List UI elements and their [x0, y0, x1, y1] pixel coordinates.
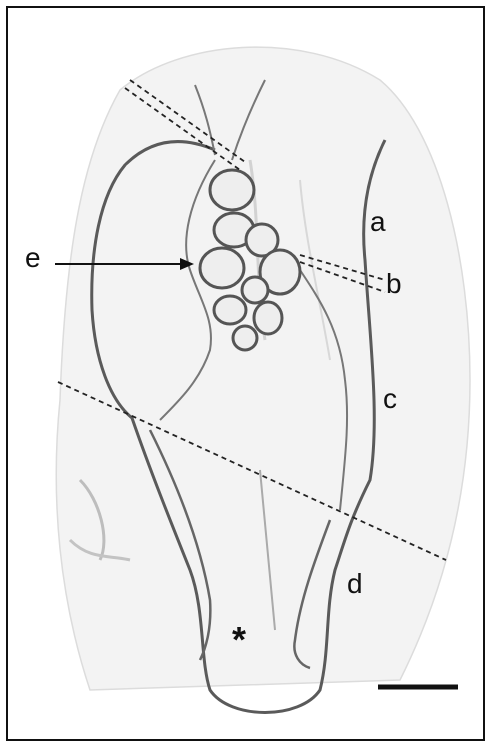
asterisk-marker: *	[232, 622, 246, 658]
cell	[214, 296, 246, 324]
label-b: b	[386, 270, 402, 298]
label-e: e	[25, 244, 41, 272]
cell	[210, 170, 254, 210]
cell	[242, 277, 268, 303]
label-c: c	[383, 385, 397, 413]
label-d: d	[347, 570, 363, 598]
cell	[200, 248, 244, 288]
cell	[254, 302, 282, 334]
cell	[233, 326, 257, 350]
label-a: a	[370, 208, 386, 236]
background-tissue	[56, 47, 470, 690]
